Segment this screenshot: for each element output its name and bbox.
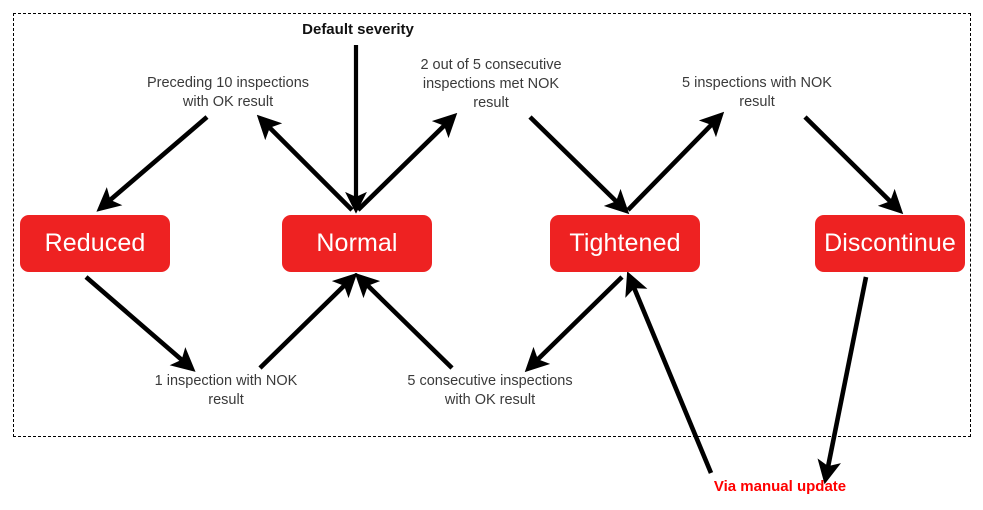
entry-point-label: Default severity xyxy=(302,21,414,38)
system-boundary xyxy=(13,13,971,437)
transition-label-tightened-to-discontinue: 5 inspections with NOK result xyxy=(682,75,832,110)
transition-label-normal-to-tightened: 2 out of 5 consecutive inspections met N… xyxy=(420,57,562,111)
state-box-tightened[interactable]: Tightened xyxy=(550,215,700,272)
transition-label-manual-update: Via manual update xyxy=(713,478,847,495)
transition-label-tightened-to-normal: 5 consecutive inspections with OK result xyxy=(407,373,573,408)
transition-label-normal-to-reduced: Preceding 10 inspections with OK result xyxy=(146,75,310,110)
state-box-normal[interactable]: Normal xyxy=(282,215,432,272)
transition-label-reduced-to-normal: 1 inspection with NOK result xyxy=(154,373,298,408)
state-box-discontinue[interactable]: Discontinue xyxy=(815,215,965,272)
state-box-reduced[interactable]: Reduced xyxy=(20,215,170,272)
